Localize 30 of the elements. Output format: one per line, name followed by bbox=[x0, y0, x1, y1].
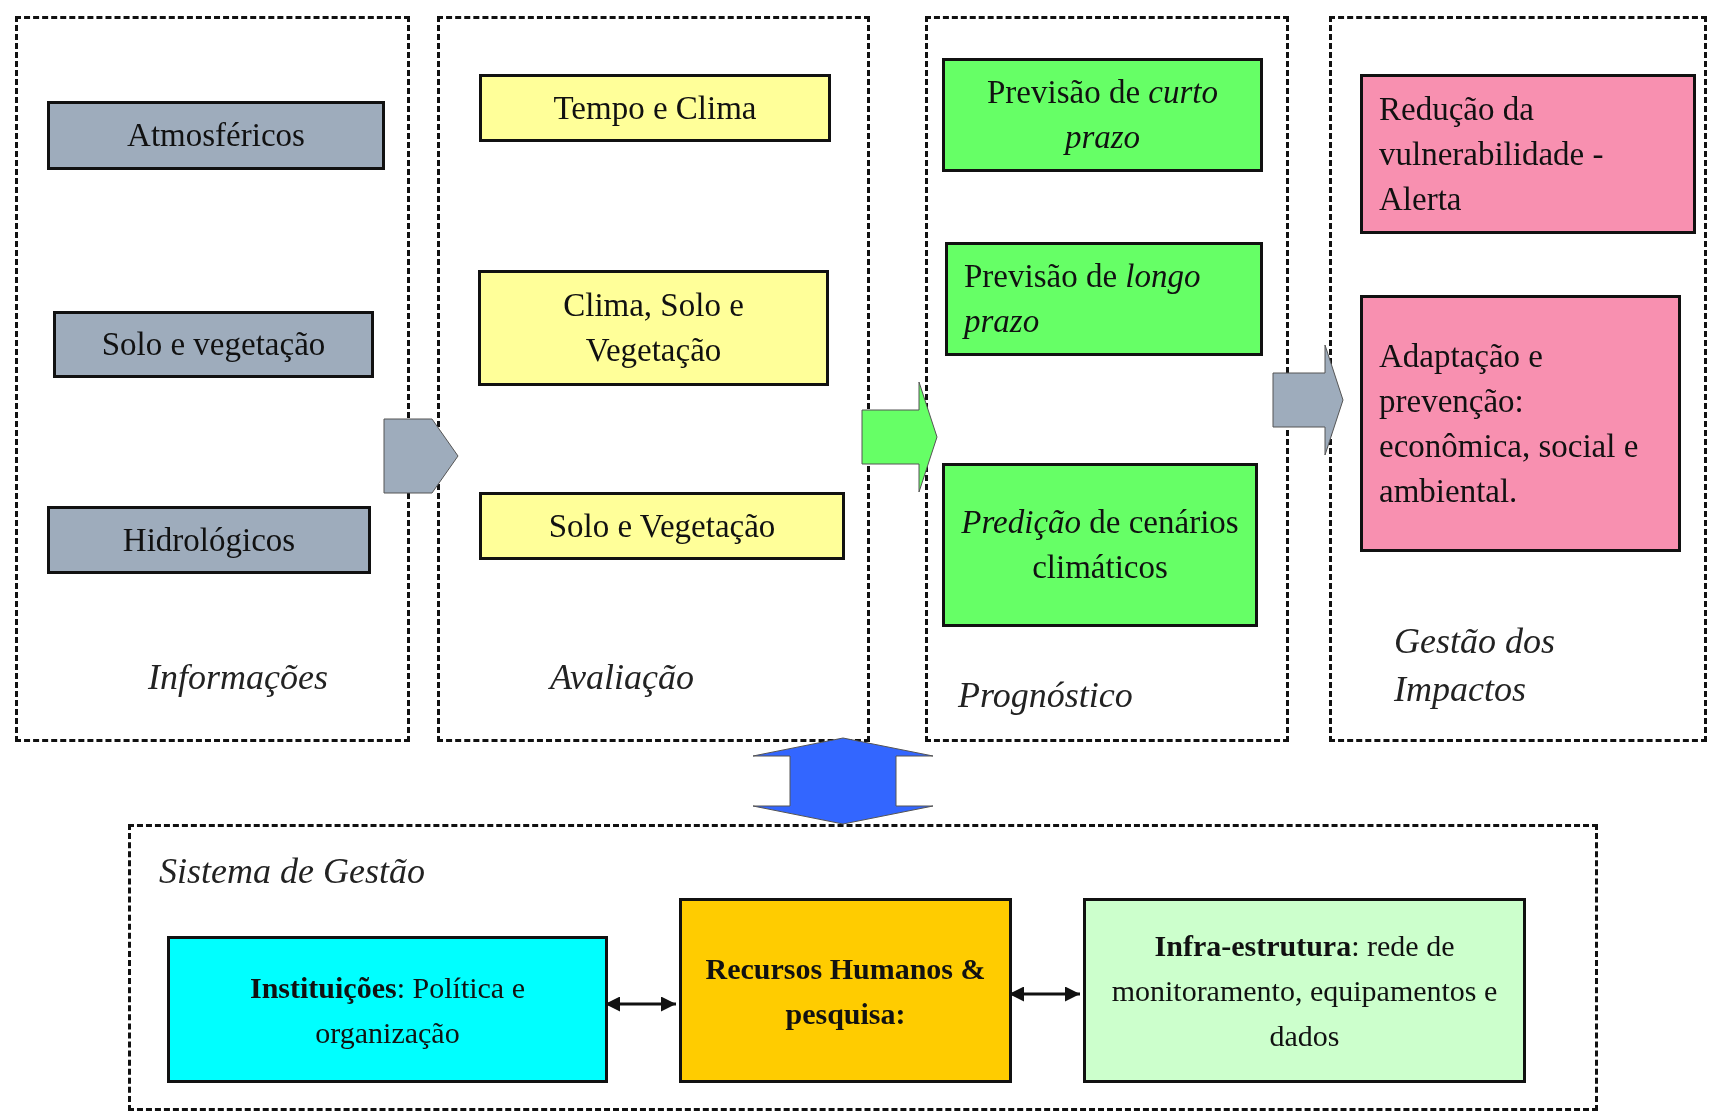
process-box: Redução da vulnerabilidade - Alerta bbox=[1360, 74, 1696, 234]
group-title: Prognóstico bbox=[958, 674, 1134, 717]
arrow bbox=[605, 996, 676, 1012]
process-box: Solo e Vegetação bbox=[479, 492, 845, 560]
block-arrow bbox=[383, 418, 459, 494]
group-title: Informações bbox=[148, 656, 329, 699]
dashed-group-frame bbox=[437, 16, 870, 742]
process-box: Adaptação e prevenção: econômica, social e ambiental. bbox=[1360, 295, 1681, 552]
process-box: Instituições: Política e organização bbox=[167, 936, 608, 1083]
group-title: Avaliação bbox=[550, 656, 695, 699]
group-title: Sistema de Gestão bbox=[159, 850, 426, 893]
process-box: Previsão de longo prazo bbox=[945, 242, 1263, 356]
process-box: Clima, Solo e Vegetação bbox=[478, 270, 829, 386]
block-arrow bbox=[1272, 344, 1344, 456]
process-box: Recursos Humanos & pesquisa: bbox=[679, 898, 1012, 1083]
dashed-group-frame bbox=[128, 824, 1598, 1111]
dashed-group-frame bbox=[1329, 16, 1707, 742]
process-box: Infra-estrutura: rede de monitoramento, equipamentos e dados bbox=[1083, 898, 1526, 1083]
block-arrow bbox=[861, 381, 938, 493]
group-title: Gestão dos Impactos bbox=[1394, 620, 1556, 711]
process-box: Previsão de curto prazo bbox=[942, 58, 1263, 172]
process-box: Tempo e Clima bbox=[479, 74, 831, 142]
process-box: Predição de cenários climáticos bbox=[942, 463, 1258, 627]
block-arrow bbox=[752, 737, 934, 825]
process-box: Hidrológicos bbox=[47, 506, 371, 574]
process-box: Solo e vegetação bbox=[53, 311, 374, 378]
process-box: Atmosféricos bbox=[47, 101, 385, 170]
dashed-group-frame bbox=[15, 16, 410, 742]
dashed-group-frame bbox=[925, 16, 1289, 742]
arrow bbox=[1009, 986, 1080, 1002]
